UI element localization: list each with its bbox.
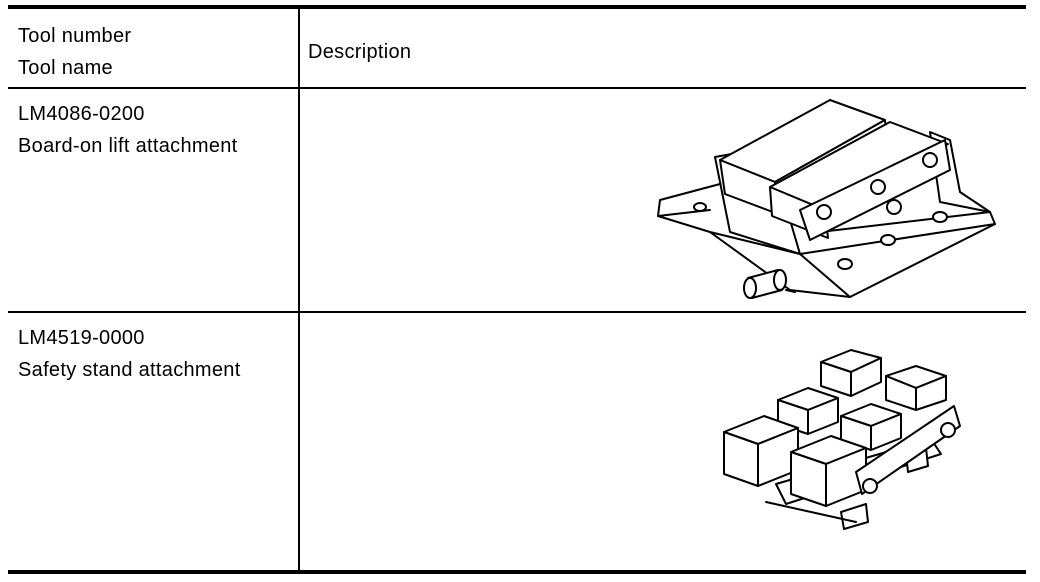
table-top-border xyxy=(8,5,1026,9)
header-divider xyxy=(8,87,1026,89)
row-divider xyxy=(8,311,1026,313)
tool-number: LM4519-0000 xyxy=(18,327,145,349)
safety-stand-attachment-illustration xyxy=(723,349,961,530)
table-bottom-border xyxy=(8,570,1026,574)
header-description: Description xyxy=(308,41,412,63)
header-tool-number: Tool number xyxy=(18,25,132,47)
header-tool-name: Tool name xyxy=(18,57,113,79)
tool-name: Board-on lift attachment xyxy=(18,135,238,157)
board-on-lift-attachment-illustration xyxy=(657,99,996,299)
tool-number: LM4086-0200 xyxy=(18,103,145,125)
tool-name: Safety stand attachment xyxy=(18,359,241,381)
column-divider xyxy=(298,5,300,572)
